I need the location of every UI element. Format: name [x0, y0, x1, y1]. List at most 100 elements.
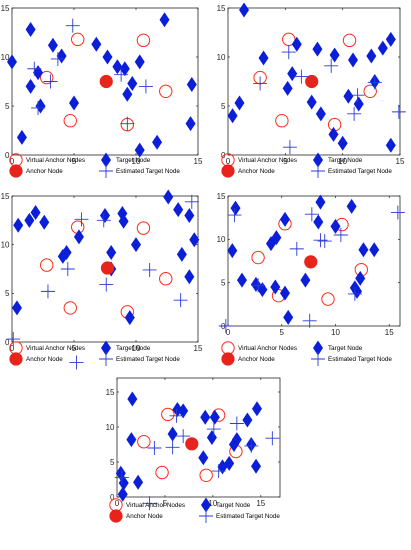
target-node [251, 458, 262, 474]
target-node [201, 497, 211, 513]
target-node [25, 22, 36, 38]
y-tick-label: 15 [217, 192, 226, 201]
virtual-anchor-node [159, 84, 173, 99]
virtual-anchor-node [137, 435, 151, 449]
virtual-anchor-node [136, 221, 151, 235]
target-node [282, 80, 293, 96]
target-node [39, 214, 50, 230]
x-tick-label: 5 [280, 328, 285, 337]
x-tick-label: 10 [331, 328, 340, 337]
target-node [127, 75, 138, 91]
estimated-target-node [333, 228, 348, 242]
estimated-target-node [31, 100, 46, 115]
estimated-target-node [281, 45, 296, 60]
virtual-anchor-node [40, 258, 54, 272]
target-node [366, 48, 377, 64]
x-tick-label: 10 [132, 344, 141, 353]
target-node [117, 486, 128, 502]
estimated-target-node [74, 212, 89, 227]
target-node [329, 47, 340, 63]
legend-label-virtual-anchor: Virtual Anchor Nodes [26, 345, 85, 352]
target-node [300, 272, 311, 288]
series-anchor-node [100, 261, 115, 275]
x-tick-label: 5 [72, 344, 77, 353]
legend-label-target: Target Node [328, 157, 363, 164]
y-tick-label: 5 [5, 102, 10, 111]
estimated-target-node [218, 319, 233, 333]
target-node [159, 12, 170, 28]
target-node [377, 40, 388, 56]
target-node [47, 37, 58, 53]
legend-label-anchor: Anchor Node [26, 356, 63, 363]
y-tick-label: 10 [1, 53, 10, 62]
estimated-target-node [6, 332, 21, 347]
series-estimated-target-node [6, 194, 199, 370]
estimated-target-node [265, 431, 280, 446]
target-node [227, 243, 238, 259]
y-tick-label: 15 [1, 192, 10, 201]
estimated-target-node [50, 51, 65, 66]
estimated-target-node [99, 352, 113, 366]
target-node [91, 36, 102, 52]
target-node [131, 237, 141, 253]
legend-label-estimated: Estimated Target Node [116, 356, 180, 363]
target-node [25, 78, 36, 94]
series-anchor-node [99, 74, 113, 89]
estimated-target-node [282, 140, 297, 155]
target-node [369, 242, 380, 258]
legend-label-virtual-anchor: Virtual Anchor Nodes [26, 157, 85, 164]
series-target-node [11, 189, 200, 326]
x-tick-label: 10 [338, 157, 347, 166]
target-node [163, 189, 174, 205]
target-node [279, 211, 290, 227]
estimated-target-node [165, 440, 180, 455]
target-node [127, 391, 138, 407]
x-tick-label: 15 [385, 328, 394, 337]
legend-label-target: Target Node [116, 345, 151, 352]
y-tick-label: 10 [217, 235, 226, 244]
legend-label-target: Target Node [328, 345, 363, 352]
estimated-target-node [60, 262, 75, 276]
estimated-target-node [114, 470, 129, 485]
target-node [112, 59, 123, 75]
target-node [57, 248, 68, 264]
target-node [328, 126, 339, 142]
estimated-target-node [391, 104, 406, 119]
estimated-target-node [99, 164, 113, 178]
y-tick-label: 10 [1, 240, 10, 249]
virtual-anchor-node [40, 70, 54, 85]
x-tick-label: 15 [396, 157, 405, 166]
series-anchor-node [185, 437, 199, 451]
target-node [283, 309, 294, 325]
target-node [119, 61, 130, 77]
target-node [312, 41, 323, 57]
y-tick-label: 5 [5, 289, 10, 298]
anchor-node [221, 352, 235, 366]
target-node [56, 48, 67, 64]
y-tick-label: 15 [217, 4, 226, 13]
target-node [106, 244, 117, 260]
x-tick-label: 5 [72, 157, 77, 166]
target-node [101, 152, 111, 168]
x-tick-label: 10 [208, 499, 217, 508]
target-node [234, 95, 245, 111]
target-node [184, 269, 195, 285]
estimated-target-node [142, 496, 157, 511]
x-tick-label: 0 [10, 157, 15, 166]
anchor-node [221, 164, 235, 178]
target-node [315, 194, 326, 210]
legend-label-anchor: Anchor Node [238, 356, 275, 363]
series-estimated-target-node [27, 18, 153, 131]
estimated-target-node [289, 241, 304, 256]
anchor-node [304, 255, 318, 269]
estimated-target-node [311, 164, 325, 178]
estimated-target-node [211, 464, 226, 479]
virtual-anchor-node [221, 341, 235, 355]
target-node [242, 412, 253, 428]
